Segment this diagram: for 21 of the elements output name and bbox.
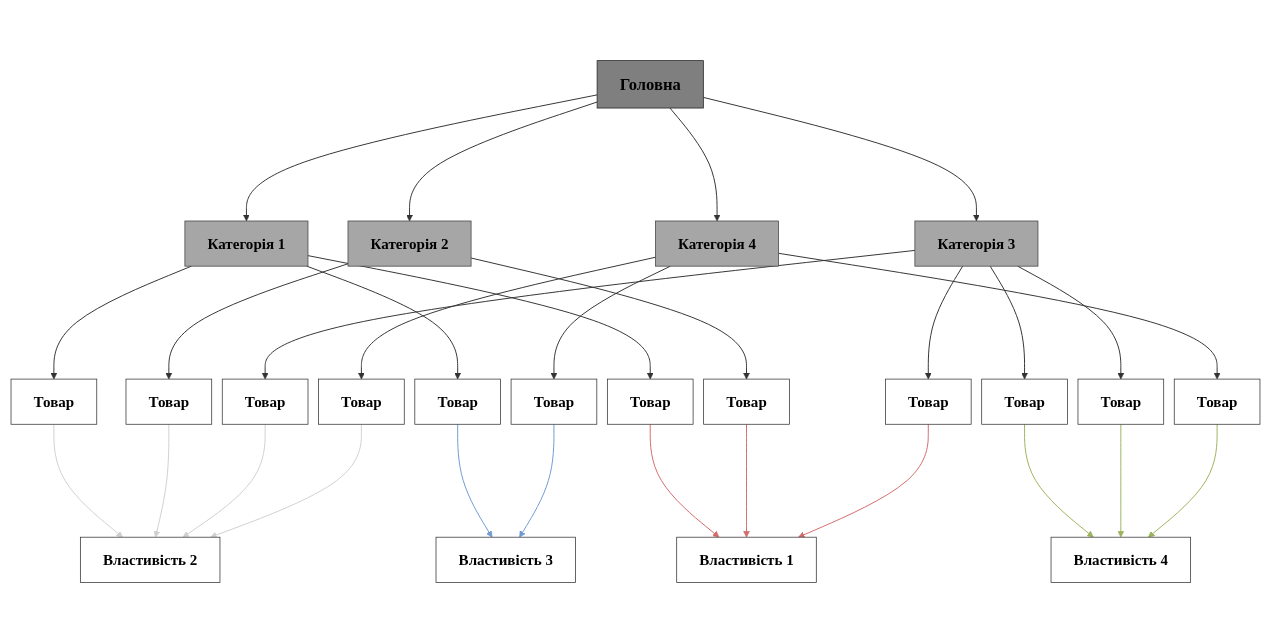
node-box: Товар xyxy=(125,378,213,425)
node-box: Категорія 4 xyxy=(655,220,779,267)
node-box: Властивість 4 xyxy=(1050,536,1191,583)
node-box: Властивість 2 xyxy=(80,536,221,583)
node-box: Властивість 3 xyxy=(435,536,576,583)
node-box: Товар xyxy=(981,378,1068,425)
node-box: Товар xyxy=(10,378,98,425)
node-box: Товар xyxy=(607,378,694,425)
node-box: Товар xyxy=(414,378,501,425)
node-box: Категорія 1 xyxy=(184,220,309,267)
node-box: Товар xyxy=(510,378,598,425)
node-box: Властивість 1 xyxy=(676,536,817,583)
node-box: Товар xyxy=(318,378,405,425)
node-box: Товар xyxy=(885,378,972,425)
node-box: Категорія 2 xyxy=(347,220,472,267)
node-box: Товар xyxy=(1173,378,1261,425)
node-box: Товар xyxy=(1077,378,1165,425)
node-box: Товар xyxy=(221,378,309,425)
node-box: Категорія 3 xyxy=(914,220,1039,267)
node-box: Товар xyxy=(703,378,790,425)
node-box: Головна xyxy=(596,60,704,109)
